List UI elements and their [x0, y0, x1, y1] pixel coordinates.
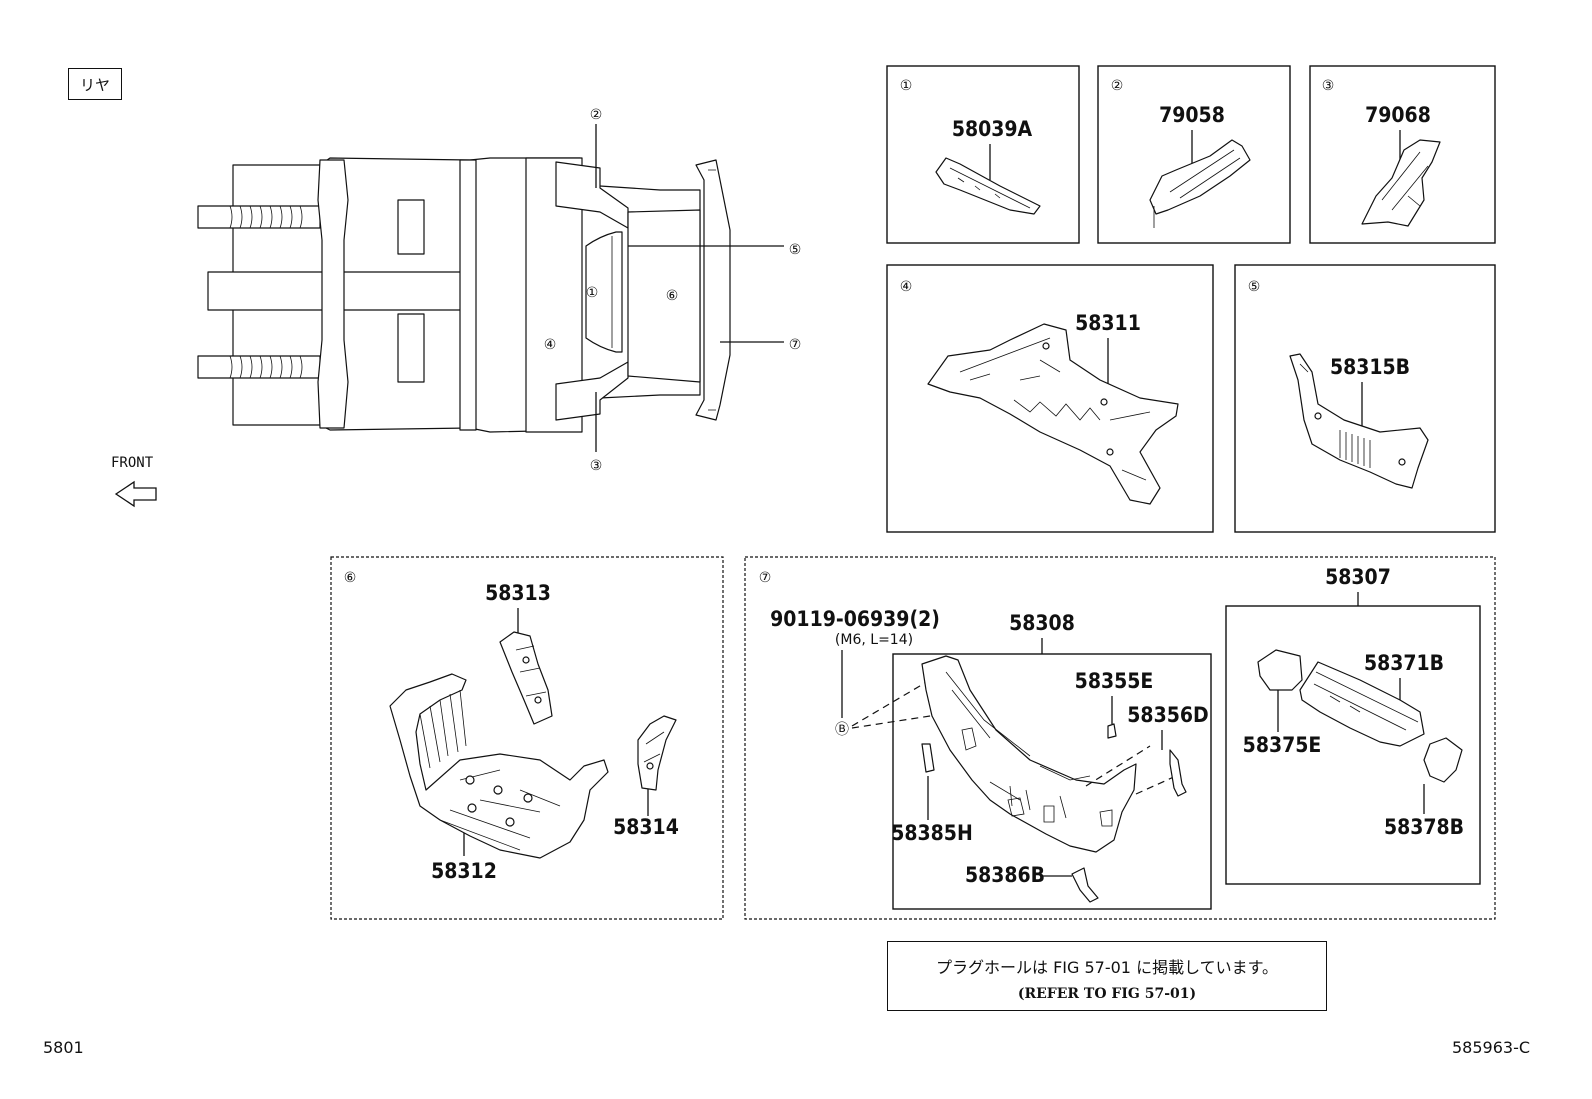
part-58386B: 58386B — [965, 863, 1045, 887]
rear-label: リヤ — [68, 68, 122, 100]
panel-4: ④ 58311 — [886, 264, 1214, 533]
callout-1: ① — [586, 285, 599, 301]
panel-6-callout: ⑥ — [344, 570, 357, 586]
panel-2: ② 79058 — [1097, 65, 1291, 244]
part-58311: 58311 — [1075, 311, 1141, 335]
figure-code-right: 585963-C — [1452, 1038, 1531, 1057]
panel-3-callout: ③ — [1322, 78, 1335, 94]
panel-3: ③ 79068 — [1309, 65, 1496, 244]
overview-callouts: ② ③ ⑤ ⑦ ① ⑥ ④ — [544, 107, 802, 474]
panel-7: ⑦ 90119-06939(2) (M6, L=14) Ⓑ 58308 5835… — [744, 556, 1496, 920]
bolt-part-number: 90119-06939(2) — [770, 607, 940, 631]
part-58307: 58307 — [1325, 565, 1391, 589]
part-58039A: 58039A — [952, 117, 1033, 141]
panel-4-callout: ④ — [900, 279, 913, 295]
note-text-japanese: プラグホールは FIG 57-01 に掲載しています。 — [936, 958, 1278, 977]
reference-marker-b: Ⓑ — [835, 722, 849, 738]
part-58375E: 58375E — [1243, 733, 1322, 757]
panel-7-callout: ⑦ — [759, 570, 772, 586]
part-58315B: 58315B — [1330, 355, 1410, 379]
callout-7: ⑦ — [789, 337, 802, 353]
note-text-english: (REFER TO FIG 57-01) — [1017, 986, 1197, 1002]
callout-3: ③ — [590, 458, 603, 474]
front-arrow-icon — [114, 480, 157, 508]
panel-5-callout: ⑤ — [1248, 279, 1261, 295]
panel-5: ⑤ 58315B — [1234, 264, 1496, 533]
callout-2: ② — [590, 107, 603, 123]
part-58356D: 58356D — [1127, 703, 1208, 727]
part-79058: 79058 — [1159, 103, 1225, 127]
panel-1: ① 58039A — [886, 65, 1080, 244]
part-58312: 58312 — [431, 859, 497, 883]
part-58378B: 58378B — [1384, 815, 1464, 839]
figure-code-left: 5801 — [43, 1038, 84, 1057]
callout-4: ④ — [544, 337, 557, 353]
part-58371B: 58371B — [1364, 651, 1444, 675]
part-58308: 58308 — [1009, 611, 1075, 635]
part-58313: 58313 — [485, 581, 551, 605]
panel-1-callout: ① — [900, 78, 913, 94]
part-58314: 58314 — [613, 815, 679, 839]
panel-2-callout: ② — [1111, 78, 1124, 94]
callout-5: ⑤ — [789, 242, 802, 258]
callout-6: ⑥ — [666, 288, 679, 304]
note-box: プラグホールは FIG 57-01 に掲載しています。 (REFER TO FI… — [887, 941, 1327, 1011]
overview-leaders — [595, 124, 784, 452]
front-direction-label: FRONT — [111, 455, 154, 471]
part-58385H: 58385H — [891, 821, 973, 845]
part-58355E: 58355E — [1075, 669, 1154, 693]
panel-6: ⑥ 58313 58314 58312 — [330, 556, 724, 920]
vehicle-overview — [197, 157, 731, 433]
part-79068: 79068 — [1365, 103, 1431, 127]
bolt-spec: (M6, L=14) — [835, 632, 913, 648]
